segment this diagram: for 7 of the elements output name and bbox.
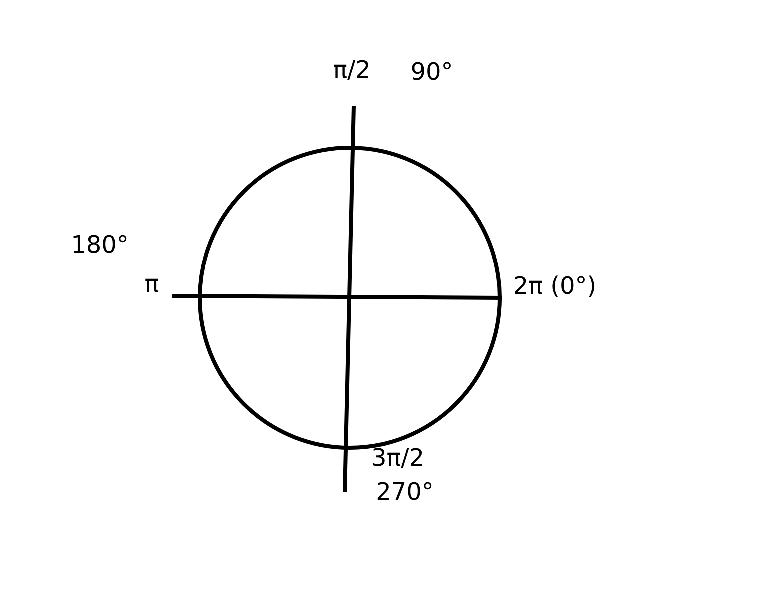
angle-label: 3π/2 bbox=[371, 444, 425, 472]
angle-label: π bbox=[144, 270, 160, 298]
angle-label: π/2 bbox=[333, 56, 371, 84]
angle-label: 180° bbox=[71, 231, 129, 259]
angle-label: 2π (0°) bbox=[513, 272, 597, 300]
angle-label: 90° bbox=[410, 58, 454, 86]
angle-label: 270° bbox=[376, 478, 434, 506]
